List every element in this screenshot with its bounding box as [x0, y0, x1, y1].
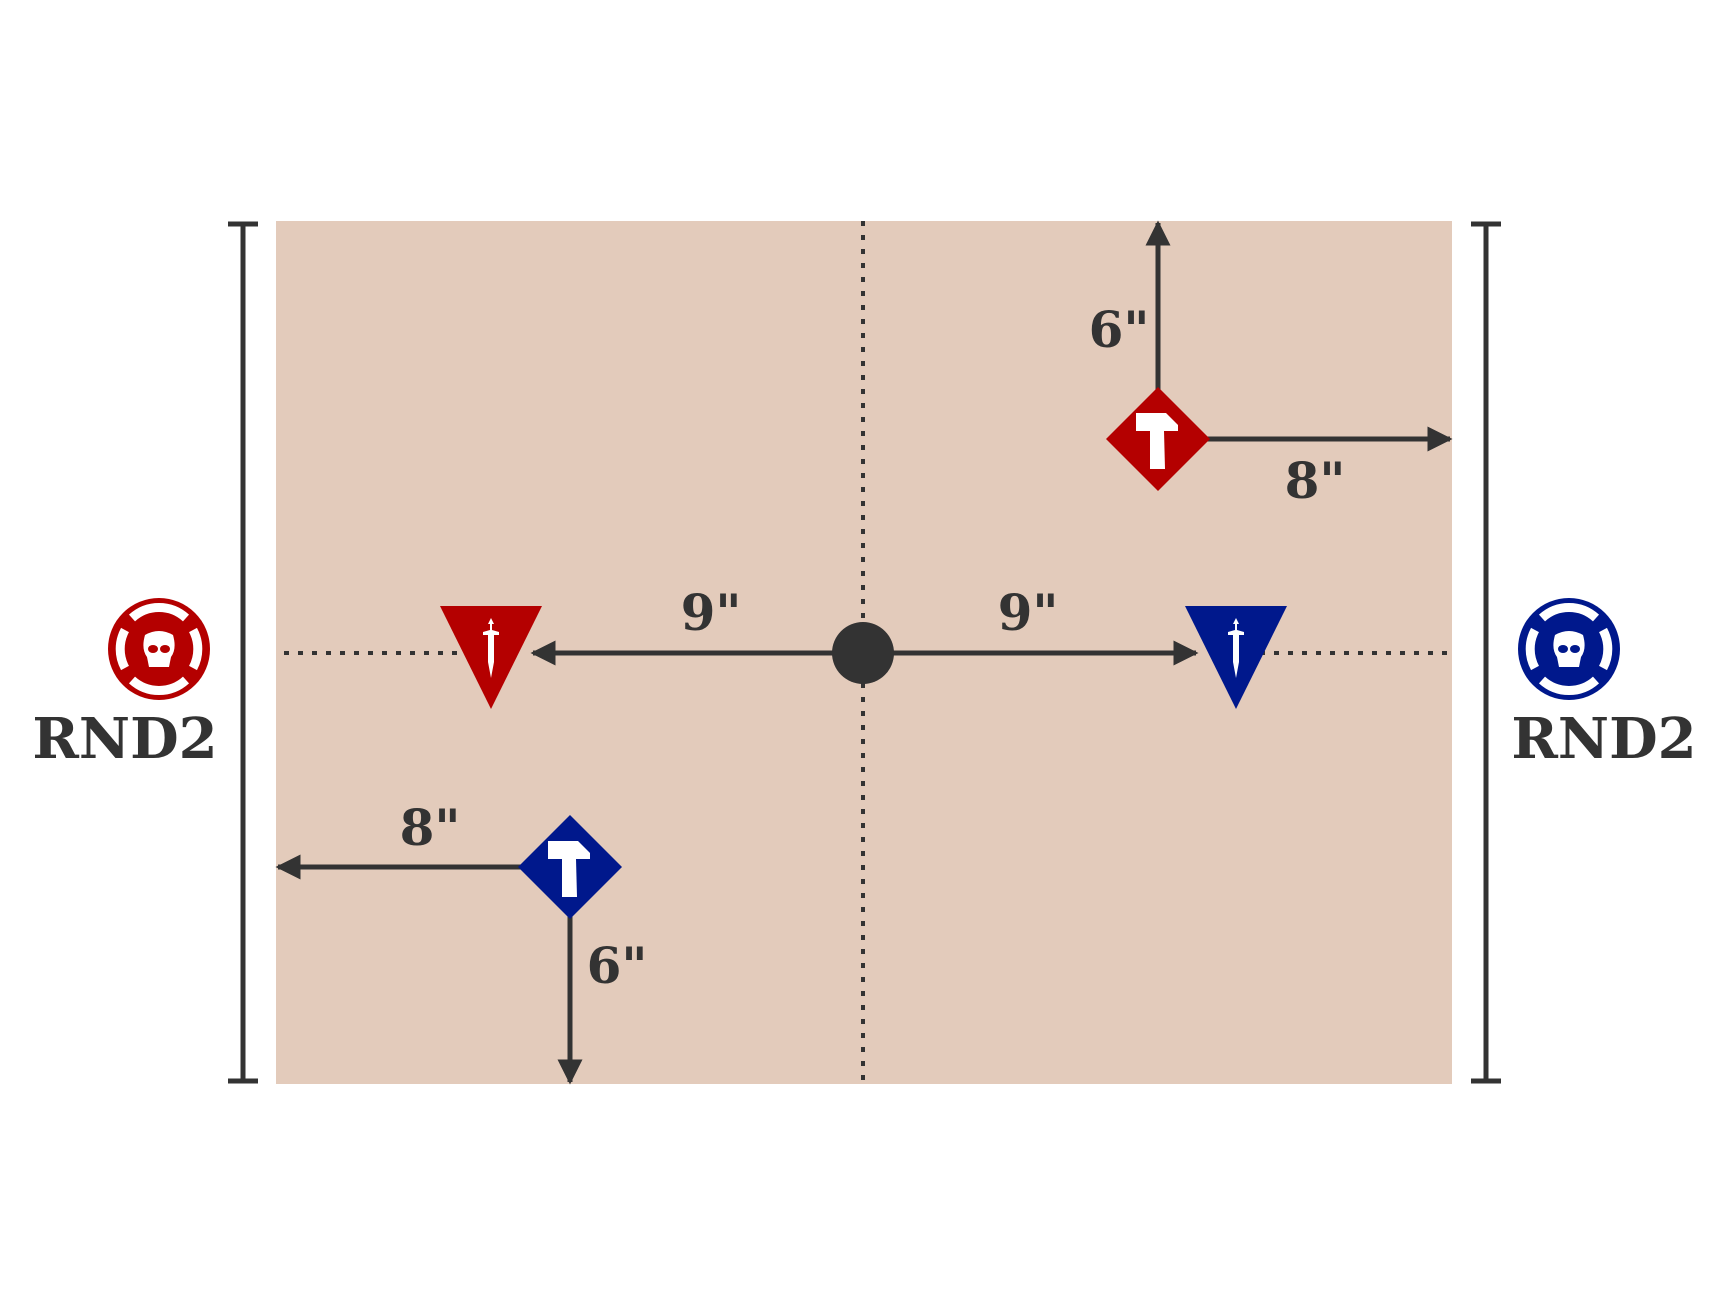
- label-blue-6: 6": [587, 936, 648, 995]
- label-red-8: 8": [1285, 451, 1346, 510]
- blue-player-round-label: RND2: [1511, 706, 1696, 772]
- label-9-left: 9": [681, 583, 742, 642]
- label-blue-8: 8": [400, 798, 461, 857]
- skull-icon: [1553, 631, 1585, 667]
- red-sword-objective: [440, 606, 542, 709]
- label-red-6: 6": [1089, 300, 1150, 359]
- blue-edge-bracket: [1471, 221, 1501, 1084]
- blue-player-badge: [1518, 598, 1620, 700]
- red-player-round-label: RND2: [32, 706, 217, 772]
- label-9-right: 9": [998, 583, 1059, 642]
- red-hammer-marker: [1106, 387, 1210, 491]
- blue-hammer-marker: [518, 815, 622, 919]
- red-player-badge: [108, 598, 210, 700]
- center-objective: [832, 622, 894, 684]
- blue-sword-objective: [1185, 606, 1287, 709]
- red-edge-bracket: [228, 221, 258, 1084]
- skull-icon: [143, 631, 175, 667]
